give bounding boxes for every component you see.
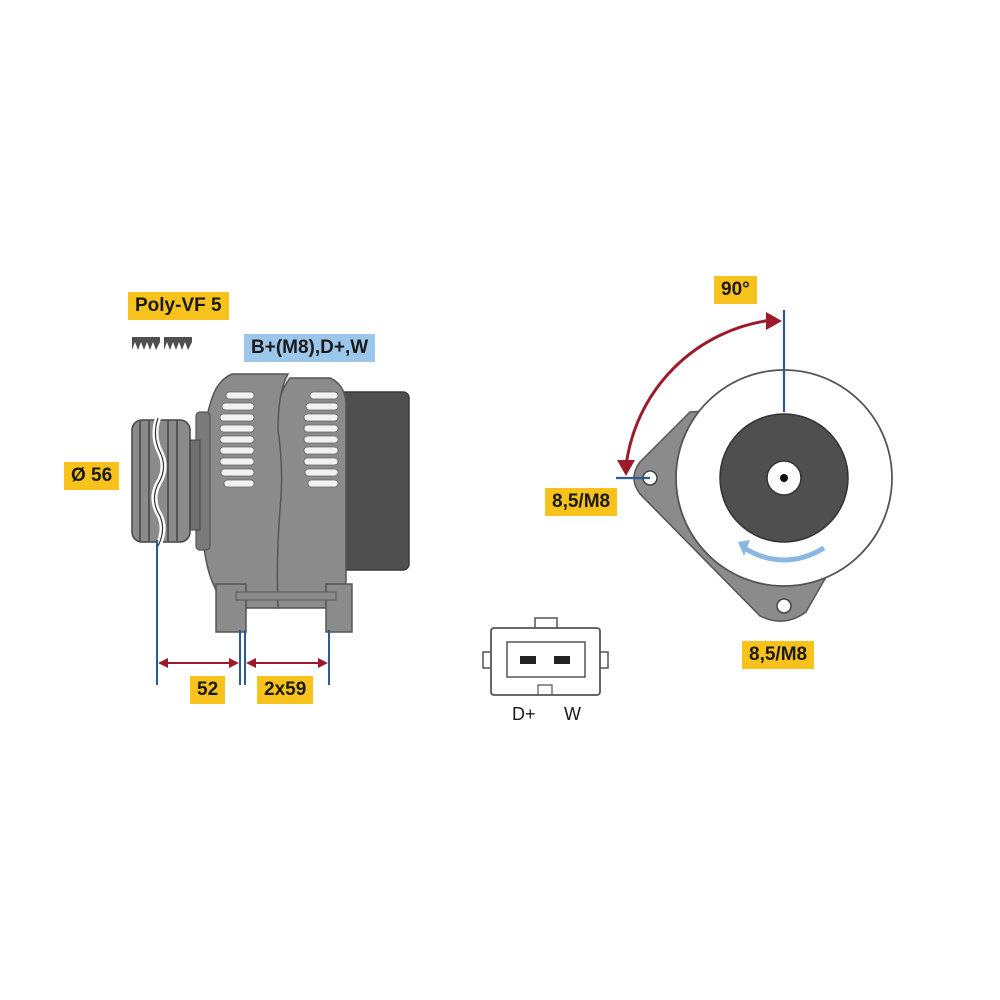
dimension-lines: [156, 540, 330, 685]
rotation-arrow-icon: [742, 545, 826, 563]
dimension-arrows: [158, 658, 328, 668]
mount-bridge: [235, 591, 337, 601]
plug-connector: [482, 617, 609, 696]
alternator-side-view: [131, 337, 410, 633]
mount-foot-rear: [325, 583, 353, 633]
dimension-front-label: 52: [190, 676, 226, 704]
hole-bottom-label: 8,5/M8: [742, 641, 815, 669]
vent-slots-front: [219, 391, 255, 488]
vent-slots-rear: [303, 391, 339, 488]
terminal-label: B+(M8),D+,W: [244, 334, 376, 362]
angle-arc: [624, 318, 773, 467]
hole-left-label: 8,5/M8: [545, 488, 618, 516]
rear-housing: [275, 377, 347, 609]
pulley: [131, 417, 201, 548]
mount-foot-front: [215, 583, 247, 633]
pin-d-plus-label: D+: [512, 704, 536, 724]
angle-label: 90°: [714, 276, 757, 304]
alternator-front-view: [633, 369, 893, 622]
dimension-mount-label: 2x59: [257, 676, 314, 704]
mount-hole-bottom: [776, 598, 792, 614]
pin-w-label: W: [564, 704, 581, 724]
pulley-diameter-label: Ø 56: [64, 462, 120, 490]
belt-type-label: Poly-VF 5: [128, 292, 229, 320]
angle-arrow-head-left: [617, 460, 635, 476]
poly-v-belt-icon: [132, 337, 192, 350]
angle-arrow-head-top: [766, 312, 782, 330]
